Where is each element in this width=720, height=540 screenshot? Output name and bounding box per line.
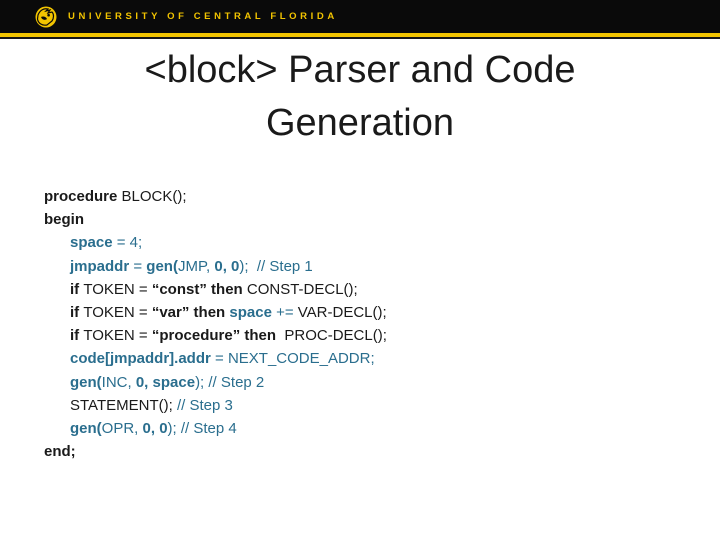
code-segment: VAR-DECL(); <box>297 304 387 322</box>
code-line: space = 4; <box>44 231 387 254</box>
code-segment: JMP, <box>177 257 215 275</box>
code-segment: “const” <box>151 280 212 298</box>
code-line: if TOKEN = “const” then CONST-DECL(); <box>44 278 387 301</box>
slide-title-line-2: Generation <box>265 102 454 144</box>
code-segment: procedure <box>44 188 122 205</box>
code-segment: ); // Step 2 <box>195 373 265 391</box>
code-line: gen(OPR, 0, 0); // Step 4 <box>44 417 387 440</box>
code-segment: 0, 0 <box>214 257 240 275</box>
code-segment: STATEMENT(); <box>70 396 177 414</box>
code-line: end; <box>44 440 387 463</box>
code-segment: gen( <box>70 373 102 391</box>
code-line: begin <box>44 208 387 231</box>
gold-divider <box>0 33 720 37</box>
code-line: if TOKEN = “var” then space += VAR-DECL(… <box>44 301 387 324</box>
code-segment: TOKEN = <box>83 280 152 298</box>
code-segment: INC, <box>101 373 136 391</box>
code-segment: jmpaddr <box>70 257 134 275</box>
code-segment: if <box>70 327 84 345</box>
code-segment: 0, space <box>135 373 196 391</box>
code-segment: += <box>276 304 298 322</box>
code-segment: = 4; <box>116 234 143 252</box>
code-segment: end; <box>44 443 76 461</box>
code-segment: space <box>229 304 277 322</box>
code-segment: then <box>244 327 285 345</box>
dark-divider <box>0 37 720 39</box>
code-segment: begin <box>44 211 84 229</box>
ucf-pegasus-icon <box>34 5 58 29</box>
code-segment: 0, 0 <box>142 420 168 438</box>
code-segment: = <box>133 257 147 275</box>
code-segment: “procedure” <box>151 327 245 345</box>
university-banner: UNIVERSITY OF CENTRAL FLORIDA <box>0 0 720 33</box>
code-line: gen(INC, 0, space); // Step 2 <box>44 371 387 394</box>
code-segment: TOKEN = <box>83 327 152 345</box>
code-segment: OPR, <box>101 420 143 438</box>
code-segment: ); // Step 4 <box>167 420 237 438</box>
code-segment: gen( <box>70 420 102 438</box>
code-segment: then <box>193 304 230 322</box>
banner-university-name: UNIVERSITY OF CENTRAL FLORIDA <box>68 11 338 22</box>
code-segment: if <box>70 304 84 322</box>
code-segment: ); // Step 1 <box>239 257 313 275</box>
code-segment: TOKEN = <box>83 304 152 322</box>
code-line: if TOKEN = “procedure” then PROC-DECL(); <box>44 324 387 347</box>
slide-title-line-1: <block> Parser and Code <box>144 49 576 91</box>
slide-title: <block> Parser and Code Generation <box>0 44 720 150</box>
code-line: jmpaddr = gen(JMP, 0, 0); // Step 1 <box>44 255 387 278</box>
code-segment: PROC-DECL(); <box>284 327 387 345</box>
code-segment: // Step 3 <box>176 396 233 414</box>
code-segment: BLOCK(); <box>121 188 187 205</box>
code-segment: “var” <box>151 304 194 322</box>
code-segment: CONST-DECL(); <box>246 280 358 298</box>
code-segment: if <box>70 280 84 298</box>
code-segment: gen( <box>146 257 178 275</box>
code-segment: space <box>70 234 117 252</box>
code-line: procedure BLOCK(); <box>44 185 387 208</box>
code-line: code[jmpaddr].addr = NEXT_CODE_ADDR; <box>44 347 387 370</box>
code-line: STATEMENT(); // Step 3 <box>44 394 387 417</box>
code-segment: then <box>211 280 247 298</box>
code-segment: = NEXT_CODE_ADDR; <box>215 350 375 368</box>
code-segment: code[jmpaddr].addr <box>70 350 216 368</box>
